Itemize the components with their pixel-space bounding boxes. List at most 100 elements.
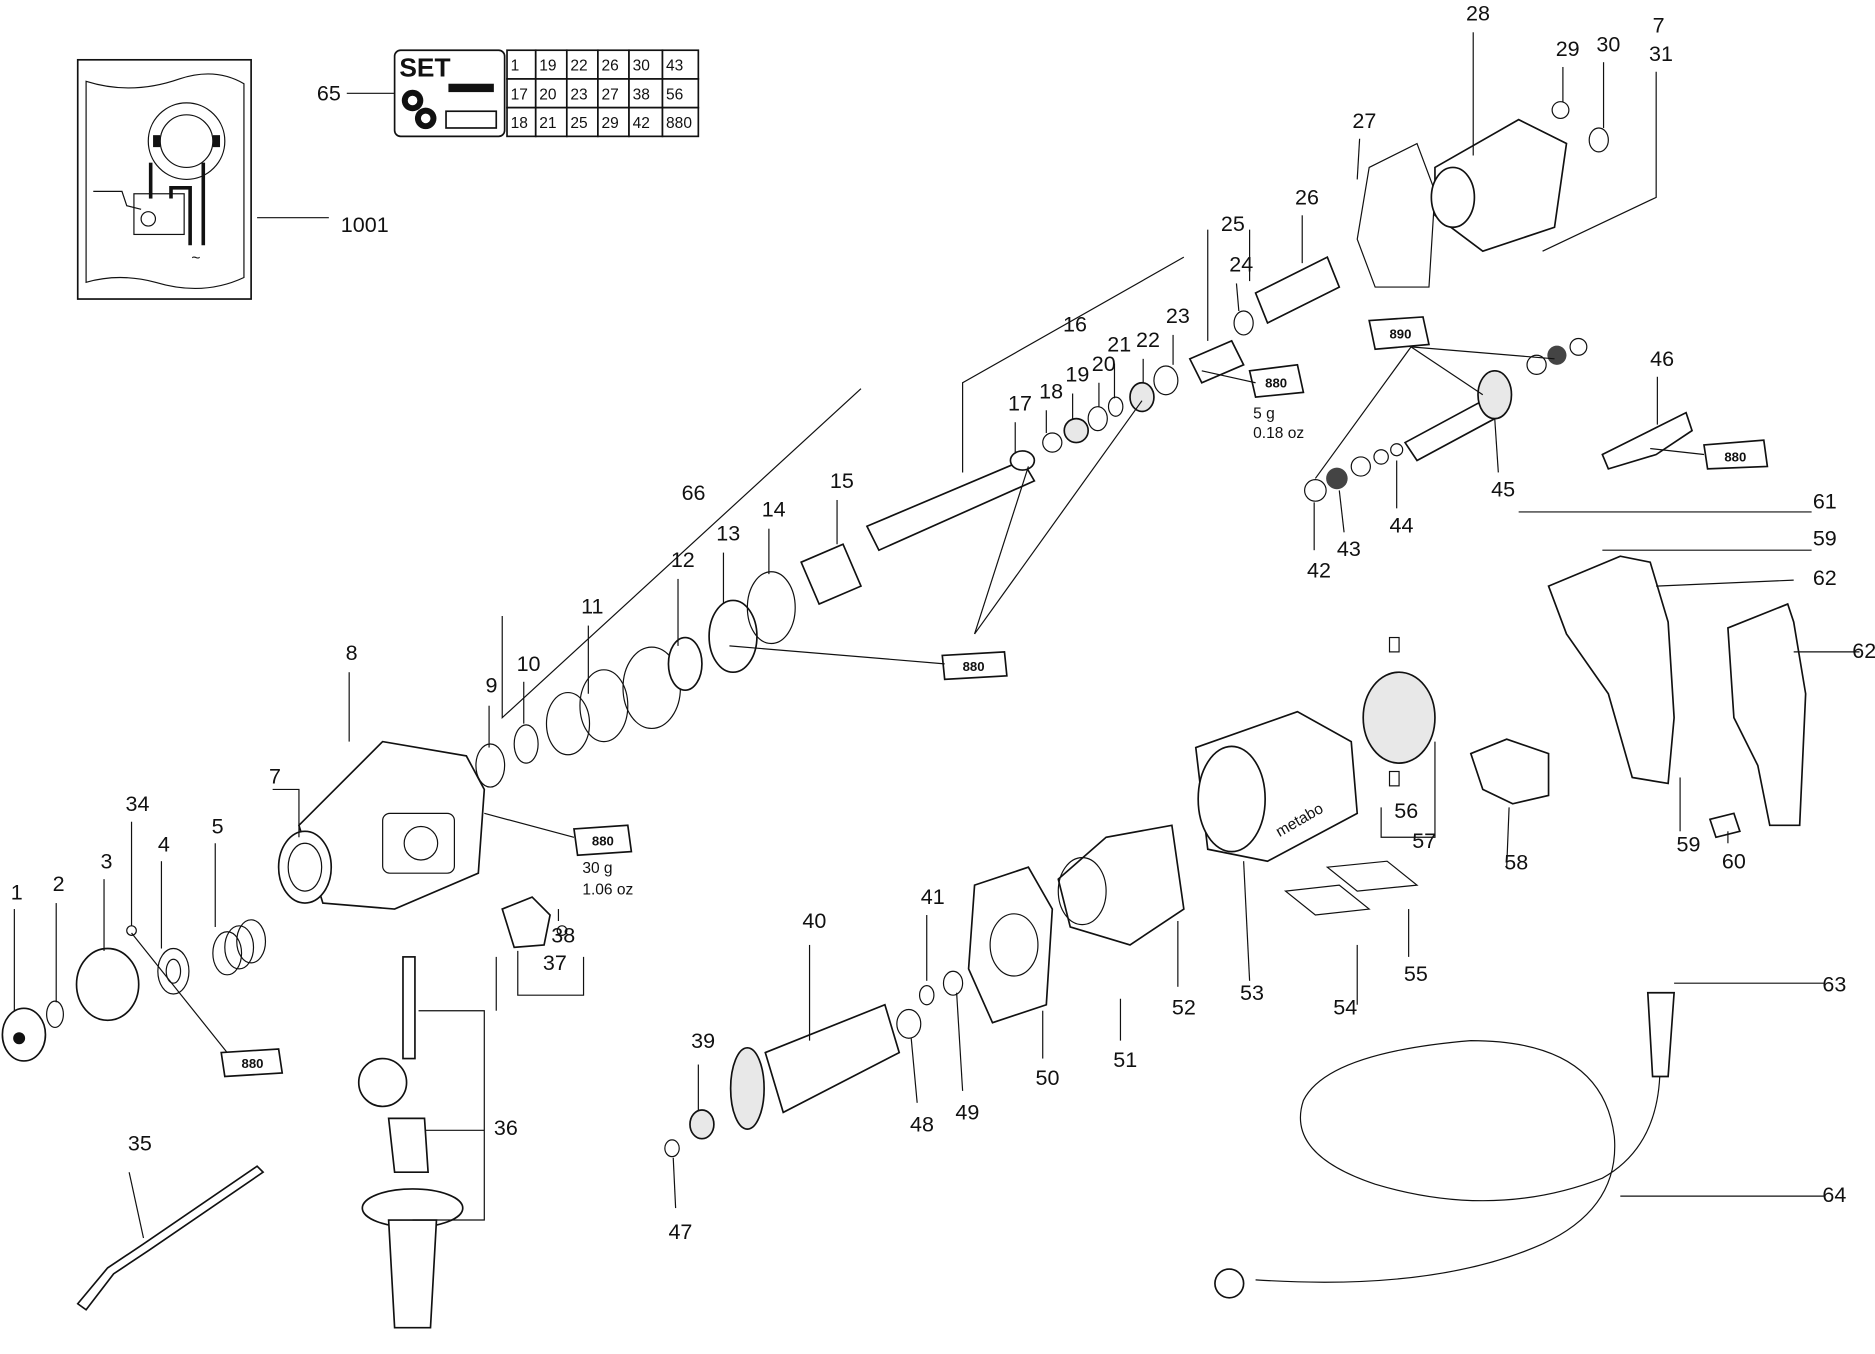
callout-7: 7 [1653, 13, 1665, 37]
grease-tube: 880 [220, 1048, 284, 1078]
set-table-value: 56 [666, 86, 683, 103]
brush-holder [1362, 671, 1436, 764]
callout-9: 9 [485, 674, 497, 698]
callout-44: 44 [1390, 513, 1414, 537]
set-table-cell [661, 49, 700, 80]
svg-text:890: 890 [1390, 326, 1412, 341]
callout-57: 57 [1412, 829, 1436, 853]
callout-2: 2 [53, 872, 65, 896]
callout-34: 34 [126, 792, 150, 816]
callout-3: 3 [100, 849, 112, 873]
depth-gauge [76, 1165, 265, 1311]
set-table-value: 38 [633, 86, 650, 103]
set-table-value: 43 [666, 58, 683, 75]
callout-62: 62 [1852, 639, 1875, 663]
callout-26: 26 [1295, 186, 1319, 210]
callout-47: 47 [668, 1220, 692, 1244]
callout-55: 55 [1404, 962, 1428, 986]
set-table-cell [506, 49, 537, 80]
set-table-cell [565, 49, 599, 80]
set-table-value: 21 [539, 115, 556, 132]
callout-21: 21 [1107, 333, 1131, 357]
callout-1: 1 [11, 880, 23, 904]
callout-52: 52 [1172, 995, 1196, 1019]
svg-text:5 g: 5 g [1253, 406, 1275, 423]
svg-text:30 g: 30 g [582, 860, 612, 877]
callout-24: 24 [1229, 253, 1253, 277]
callout-54: 54 [1333, 995, 1357, 1019]
callout-50: 50 [1036, 1066, 1060, 1090]
callout-23: 23 [1166, 304, 1190, 328]
svg-text:1.06 oz: 1.06 oz [582, 882, 633, 899]
callout-7: 7 [269, 764, 281, 788]
set-table-cell [628, 49, 664, 80]
callout-8: 8 [346, 641, 358, 665]
callout-15: 15 [830, 469, 854, 493]
set-table-value: 42 [633, 115, 650, 132]
callout-56: 56 [1394, 799, 1418, 823]
grease-tube: 880 [1248, 363, 1305, 399]
callout-58: 58 [1504, 851, 1528, 875]
callout-62: 62 [1813, 566, 1837, 590]
callout-46: 46 [1650, 347, 1674, 371]
grease-tube: 880 [941, 650, 1008, 681]
callout-53: 53 [1240, 981, 1264, 1005]
callout-1001: 1001 [341, 213, 389, 237]
svg-text:880: 880 [242, 1056, 264, 1071]
set-label: SET [399, 53, 450, 83]
callout-66: 66 [682, 481, 706, 505]
callout-36: 36 [494, 1116, 518, 1140]
motor-housing: metabo [1194, 710, 1359, 863]
set-table-cell [661, 106, 700, 138]
callout-49: 49 [955, 1101, 979, 1125]
set-table-value: 880 [666, 115, 692, 132]
callout-63: 63 [1822, 973, 1846, 997]
set-table-value: 17 [511, 86, 528, 103]
callout-13: 13 [716, 522, 740, 546]
callout-27: 27 [1352, 109, 1376, 133]
grease-tube: 880 [1703, 439, 1769, 470]
grease-tube: 890 [1368, 316, 1430, 351]
callout-40: 40 [802, 909, 826, 933]
wiring-diagram: ~ [76, 58, 252, 300]
callout-30: 30 [1596, 32, 1620, 56]
svg-text:880: 880 [963, 659, 985, 674]
bearing-plate [967, 866, 1054, 1024]
callout-65: 65 [317, 81, 341, 105]
gear-rings [475, 543, 863, 788]
callout-4: 4 [158, 833, 170, 857]
callout-10: 10 [517, 652, 541, 676]
front-parts [1, 919, 267, 1062]
callout-5: 5 [212, 815, 224, 839]
callout-59: 59 [1813, 526, 1837, 550]
callout-38: 38 [551, 924, 575, 948]
callout-43: 43 [1337, 537, 1361, 561]
set-table-cell [597, 106, 630, 138]
callout-28: 28 [1466, 1, 1490, 25]
callout-16: 16 [1063, 312, 1087, 336]
bracket [1601, 411, 1694, 470]
callout-22: 22 [1136, 328, 1160, 352]
callout-42: 42 [1307, 559, 1331, 583]
callout-59: 59 [1676, 833, 1700, 857]
callout-11: 11 [581, 595, 603, 619]
set-table-value: 20 [539, 86, 557, 103]
callout-48: 48 [910, 1113, 934, 1137]
svg-text:880: 880 [592, 834, 614, 849]
set-table-value: 25 [570, 115, 587, 132]
intermediate-shaft [1304, 337, 1588, 502]
callout-14: 14 [762, 498, 786, 522]
side-handle [357, 956, 464, 1329]
callout-37: 37 [543, 951, 567, 975]
callout-45: 45 [1491, 477, 1515, 501]
svg-text:880: 880 [1265, 376, 1287, 391]
callout-12: 12 [671, 548, 695, 572]
callout-29: 29 [1556, 37, 1580, 61]
callout-39: 39 [691, 1029, 715, 1053]
callout-64: 64 [1822, 1183, 1846, 1207]
field-coil [1057, 824, 1185, 946]
gear-housing [277, 740, 486, 910]
